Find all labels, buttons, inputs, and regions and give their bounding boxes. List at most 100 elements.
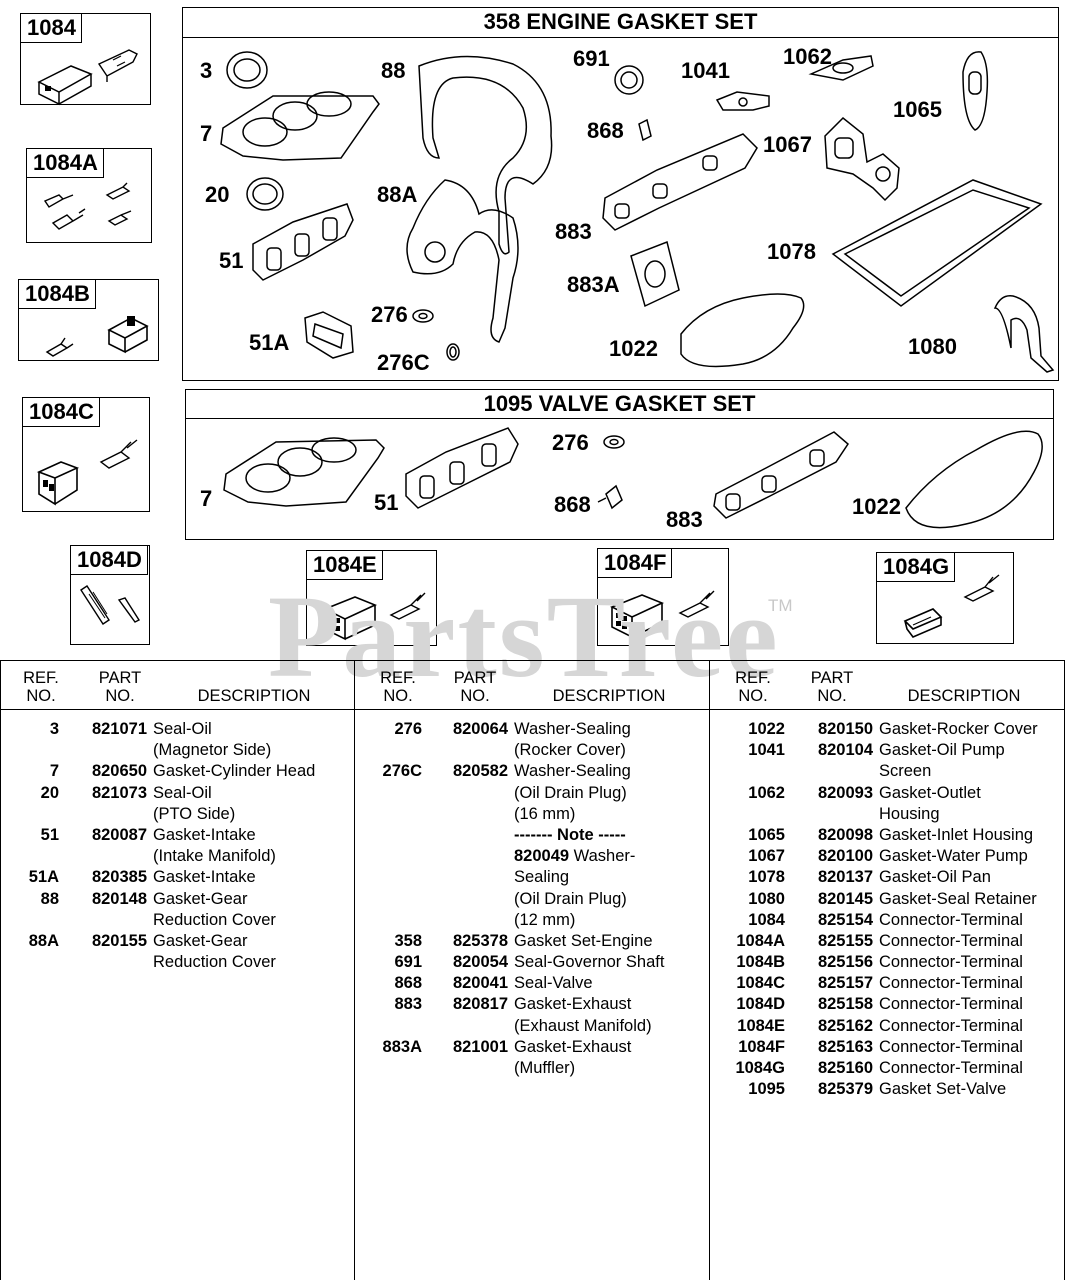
- part-no: 820148: [91, 889, 147, 908]
- ref-no: [354, 804, 422, 825]
- callout-1067: 1067: [763, 132, 812, 157]
- part-no: 820145: [817, 889, 873, 908]
- part-no: [422, 889, 508, 910]
- description: Gasket-Inlet Housing: [879, 825, 1034, 844]
- callout-1084g: 1084G: [876, 552, 1014, 644]
- ref-no: [354, 1016, 422, 1037]
- description: Seal-Governor Shaft: [514, 953, 665, 972]
- callout-276: 276: [371, 302, 408, 327]
- description: Gasket-Oil Pan: [879, 868, 991, 887]
- ref-no: 7: [49, 762, 59, 781]
- table-row: Housing: [709, 804, 1066, 825]
- ref-no: [1, 804, 59, 825]
- callout-20: 20: [205, 182, 230, 207]
- header-text: PART NO.: [453, 669, 497, 705]
- part-no: 825156: [817, 953, 873, 972]
- part-no: 825155: [817, 931, 873, 950]
- description: (Magnetor Side): [153, 741, 272, 760]
- description: (Oil Drain Plug): [514, 889, 627, 908]
- ref-no: 276C: [382, 762, 422, 781]
- part-no: 820104: [817, 741, 873, 760]
- description: ------- Note -----: [514, 825, 626, 844]
- table-row: 820049 Washer-: [354, 846, 709, 867]
- callout-51: 51: [219, 248, 244, 273]
- description: Housing: [879, 804, 940, 823]
- part-no: [422, 910, 508, 931]
- callout-1084a: 1084A: [26, 148, 152, 243]
- ref-no: 1080: [748, 889, 785, 908]
- ref-no: 1078: [748, 868, 785, 887]
- ref-no: 276: [394, 720, 422, 738]
- description: Gasket-Intake: [153, 825, 256, 844]
- description: Gasket-Exhaust: [514, 1037, 632, 1056]
- callout-868: 868: [587, 118, 624, 143]
- ref-no: 883: [394, 995, 422, 1014]
- description: Connector-Terminal: [879, 995, 1023, 1014]
- ref-no: 1041: [748, 741, 785, 760]
- callout-label: 1084E: [307, 551, 383, 580]
- ref-no: [709, 804, 785, 825]
- callout-868: 868: [554, 492, 591, 517]
- callout-51a: 51A: [249, 330, 290, 355]
- callout-label: 1084D: [71, 546, 148, 575]
- callout-883: 883: [555, 219, 592, 244]
- callout-1080: 1080: [908, 334, 957, 359]
- part-no: [422, 1058, 508, 1079]
- description: (PTO Side): [153, 804, 236, 823]
- part-no: 820098: [817, 825, 873, 844]
- description: Washer-Sealing: [514, 720, 631, 738]
- description: Gasket Set-Engine: [514, 931, 653, 950]
- part-no: 820650: [91, 762, 147, 781]
- part-no: 825379: [817, 1080, 873, 1099]
- callout-883: 883: [666, 507, 703, 532]
- table-row: (12 mm): [354, 910, 709, 931]
- callout-883a: 883A: [567, 272, 620, 297]
- valve-gasket-set-title: 1095 VALVE GASKET SET: [483, 391, 756, 416]
- part-no-header: PART NO.: [801, 669, 863, 705]
- callout-1084: 1084: [20, 13, 151, 106]
- callout-1084c: 1084C: [22, 397, 150, 512]
- description: (Muffler): [514, 1059, 576, 1077]
- part-no: 820817: [452, 995, 508, 1014]
- ref-no: 358: [394, 931, 422, 950]
- part-no: 820150: [817, 720, 873, 738]
- description: (16 mm): [514, 804, 576, 823]
- part-no: 820064: [452, 720, 508, 738]
- part-no: [59, 740, 147, 761]
- ref-no: 51: [40, 825, 59, 844]
- table-row: (16 mm): [354, 804, 709, 825]
- callout-1022: 1022: [852, 494, 901, 519]
- header-text: DESCRIPTION: [197, 687, 311, 705]
- ref-no: [1, 952, 59, 973]
- connector-icon: [43, 182, 132, 230]
- description: Gasket-Gear: [153, 931, 248, 950]
- ref-no: [1, 740, 59, 761]
- part-no: [422, 1016, 508, 1037]
- description: Seal-Oil: [153, 720, 212, 738]
- callout-label: 1084G: [877, 553, 956, 582]
- description: Seal-Oil: [153, 783, 212, 802]
- ref-no: 1022: [748, 720, 785, 738]
- part-no: 825160: [817, 1059, 873, 1077]
- callout-276: 276: [552, 430, 589, 455]
- ref-no: 20: [40, 783, 59, 802]
- part-no: [422, 867, 508, 888]
- callout-1084d: 1084D: [70, 545, 150, 645]
- description: Screen: [879, 762, 932, 781]
- ref-no-header: REF. NO.: [15, 669, 67, 705]
- part-no: 825154: [817, 910, 873, 929]
- ref-no: [354, 846, 422, 867]
- description: 820049 Washer-: [514, 847, 636, 866]
- callout-1078: 1078: [767, 239, 816, 264]
- description: Connector-Terminal: [879, 1016, 1023, 1035]
